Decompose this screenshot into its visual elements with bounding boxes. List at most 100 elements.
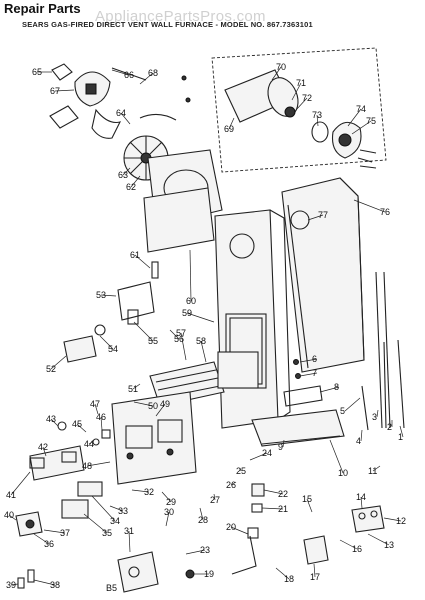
callout-leader-11 [372, 465, 381, 472]
callout-leader-7 [299, 372, 318, 377]
callout-70: 70 [276, 62, 286, 72]
spring-46 [101, 429, 111, 439]
callout-53: 53 [96, 290, 106, 300]
cabinet-right-edge [339, 177, 365, 361]
callout-16: 16 [352, 544, 362, 554]
mounting-bracket-65 [51, 63, 73, 81]
callout-leader-75 [351, 120, 372, 135]
nut-19 [185, 569, 195, 579]
callout-leader-66 [111, 69, 130, 76]
nut-44 [92, 438, 100, 446]
callout-leader-32 [131, 489, 150, 493]
combustion-chamber [214, 209, 279, 429]
callout-leader-36 [33, 533, 50, 545]
watermark: AppliancePartsPros.com [95, 8, 266, 25]
bracket-61 [151, 261, 159, 279]
rod-4 [383, 341, 387, 429]
callout-leader-73 [316, 114, 319, 127]
callout-61: 61 [130, 250, 140, 260]
callout-20: 20 [226, 522, 236, 532]
plate-52 [63, 335, 97, 363]
callout-35: 35 [102, 528, 112, 538]
callout-leader-1 [399, 425, 404, 438]
control-panel [111, 391, 197, 485]
callout-leader-17 [313, 563, 316, 578]
callout-leader-18 [275, 567, 290, 580]
callout-leader-49 [155, 403, 166, 417]
callout-12: 12 [396, 516, 406, 526]
callout-leader-12 [383, 517, 402, 522]
callout-14: 14 [356, 492, 366, 502]
callout-49: 49 [160, 399, 170, 409]
callout-59: 59 [182, 308, 192, 318]
callout-40: 40 [4, 510, 14, 520]
callout-41: 41 [6, 490, 16, 500]
callout-leader-69 [228, 117, 235, 130]
callout-32: 32 [144, 487, 154, 497]
callout-55: 55 [148, 336, 158, 346]
callout-27: 27 [210, 495, 220, 505]
callout-leader-52 [50, 355, 67, 370]
callout-leader-55 [133, 321, 154, 342]
fitting-22 [251, 483, 265, 497]
callout-3: 3 [372, 412, 377, 422]
switch-12 [351, 505, 385, 533]
callout-leader-45 [76, 423, 87, 433]
callout-leader-6 [299, 358, 318, 363]
callout-leader-72 [295, 97, 308, 111]
callout-23: 23 [200, 545, 210, 555]
callout-2: 2 [387, 422, 392, 432]
rod-2 [397, 339, 405, 429]
control-panel-group [111, 391, 197, 485]
plate-8 [283, 385, 323, 407]
callout-24: 24 [262, 448, 272, 458]
component-17 [303, 535, 329, 565]
callout-25: 25 [236, 466, 246, 476]
callout-leader-20 [230, 526, 249, 535]
outer-cabinet [281, 177, 365, 373]
callout-13: 13 [384, 540, 394, 550]
callout-4: 4 [356, 436, 361, 446]
callout-50: 50 [148, 401, 158, 411]
callout-leader-46 [100, 416, 103, 431]
callout-47: 47 [90, 399, 100, 409]
callout-6: 6 [312, 354, 317, 364]
callout-26: 26 [226, 480, 236, 490]
knob-43 [57, 421, 67, 431]
callout-leader-44 [88, 441, 93, 445]
motor-mount-plate [49, 105, 79, 129]
fan-shroud-group [143, 149, 223, 253]
chamber-vent-port [229, 233, 255, 259]
callout-58: 58 [196, 336, 206, 346]
callout-leader-8 [319, 386, 340, 393]
callout-leader-62 [130, 175, 141, 188]
callout-leader-23 [185, 549, 206, 555]
callout-30: 30 [164, 507, 174, 517]
callout-leader-33 [109, 505, 124, 512]
callout-21: 21 [278, 504, 288, 514]
callout-leader-57 [180, 332, 187, 361]
callout-leader-38 [33, 579, 56, 586]
callout-leader-40 [8, 514, 17, 521]
burner-box [217, 351, 259, 389]
base-plate-group [251, 409, 345, 447]
callout-10: 10 [338, 468, 348, 478]
callout-leader-48 [86, 461, 111, 467]
callout-leader-70 [271, 66, 282, 81]
gas-pipe-20 [231, 535, 257, 575]
callout-leader-56 [169, 329, 180, 340]
callout-leader-31 [128, 530, 131, 553]
callout-1: 1 [398, 432, 403, 442]
combustion-chamber-group [214, 209, 291, 429]
vent-assembly-group [211, 47, 387, 173]
fitting-21 [251, 503, 263, 513]
callout-leader-63 [122, 167, 131, 176]
callout-44: 44 [84, 439, 94, 449]
callout-leader-30 [165, 511, 170, 527]
callout-leader-64 [120, 112, 131, 125]
callout-65: 65 [32, 67, 42, 77]
callout-62: 62 [126, 182, 136, 192]
callout-22: 22 [278, 489, 288, 499]
callout-leader-10 [329, 439, 344, 474]
